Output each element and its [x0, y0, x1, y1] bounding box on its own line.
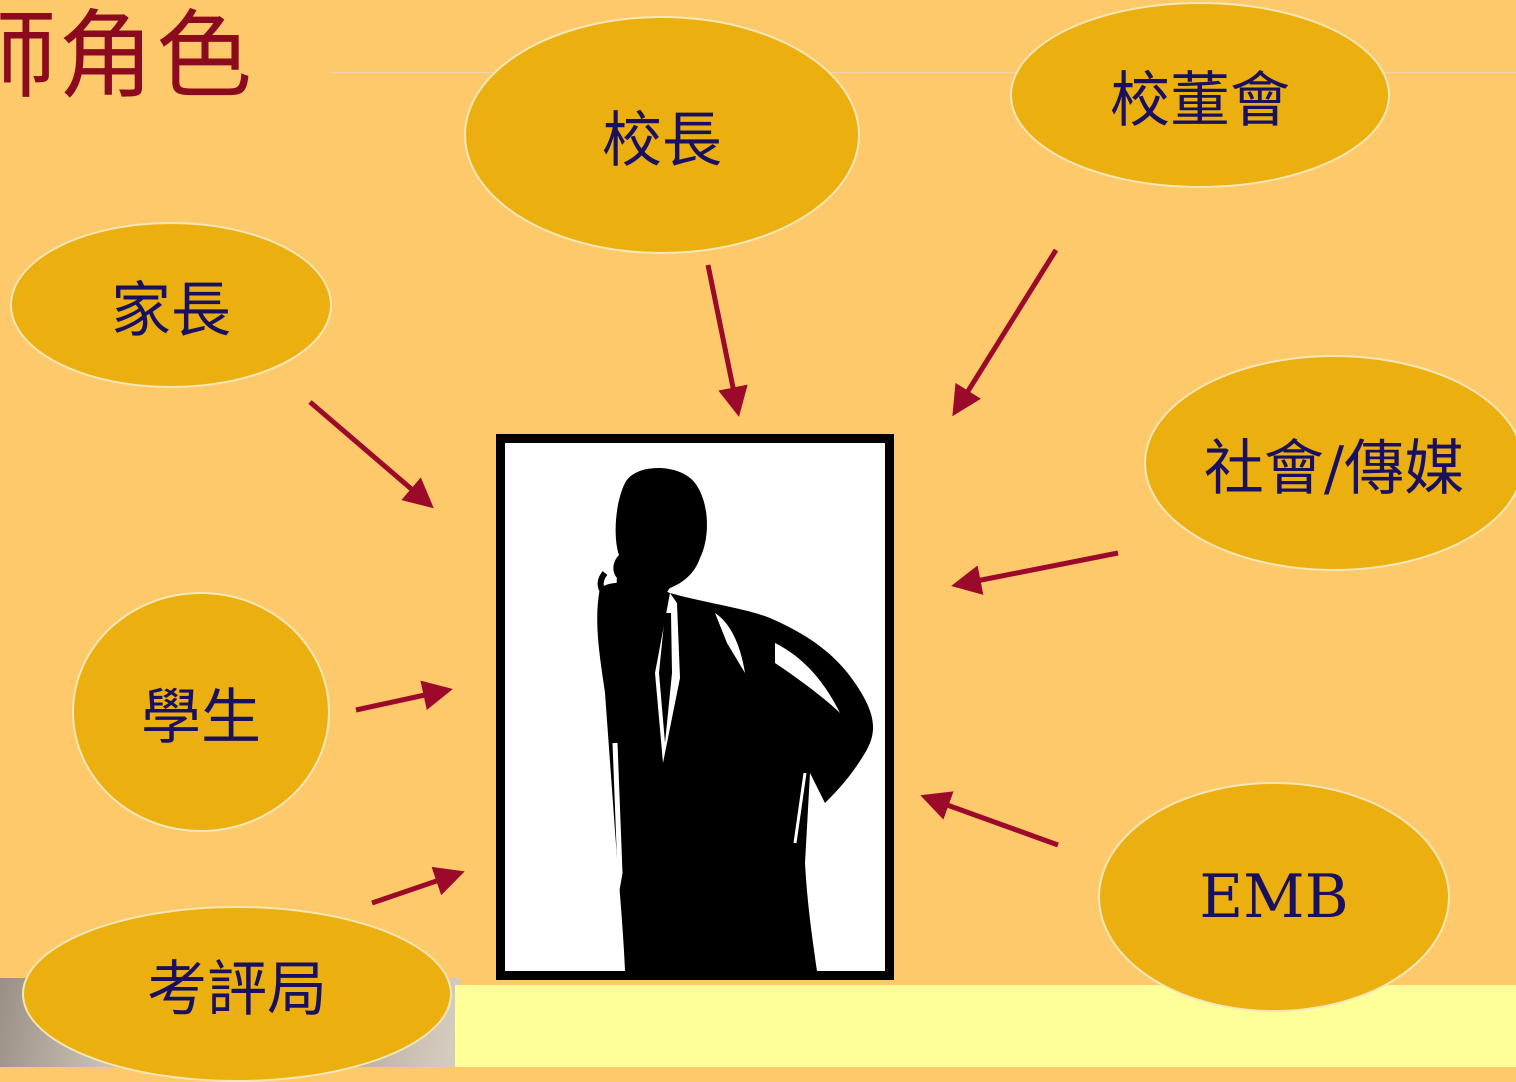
node-principal: 校長	[464, 16, 860, 254]
node-board: 校董會	[1010, 2, 1390, 188]
title-divider	[330, 72, 1516, 73]
node-parents-label: 家長	[111, 275, 231, 346]
arrow-from-students	[355, 680, 453, 713]
teacher-figure-image	[505, 443, 885, 971]
arrow-from-emb	[920, 791, 1059, 848]
node-students-label: 學生	[141, 682, 261, 753]
arrow-from-board	[952, 248, 1059, 417]
node-society: 社會/傳媒	[1144, 355, 1516, 571]
node-board-label: 校董會	[1110, 65, 1290, 136]
arrow-from-hkeaa	[371, 866, 465, 906]
slide-title: 師角色	[0, 0, 254, 112]
teacher-figure-frame	[496, 434, 894, 980]
node-emb: EMB	[1098, 782, 1450, 1012]
node-society-label: 社會/傳媒	[1203, 433, 1465, 504]
arrow-from-society	[951, 550, 1119, 595]
arrow-from-principal	[705, 264, 748, 417]
node-parents: 家長	[10, 222, 332, 388]
node-hkeaa-label: 考評局	[147, 954, 327, 1025]
node-emb-label: EMB	[1199, 862, 1349, 932]
node-principal-label: 校長	[602, 105, 722, 176]
arrow-from-parents	[308, 400, 434, 509]
node-hkeaa: 考評局	[22, 906, 452, 1082]
node-students: 學生	[72, 592, 330, 832]
teacher-silhouette-icon	[597, 468, 874, 971]
